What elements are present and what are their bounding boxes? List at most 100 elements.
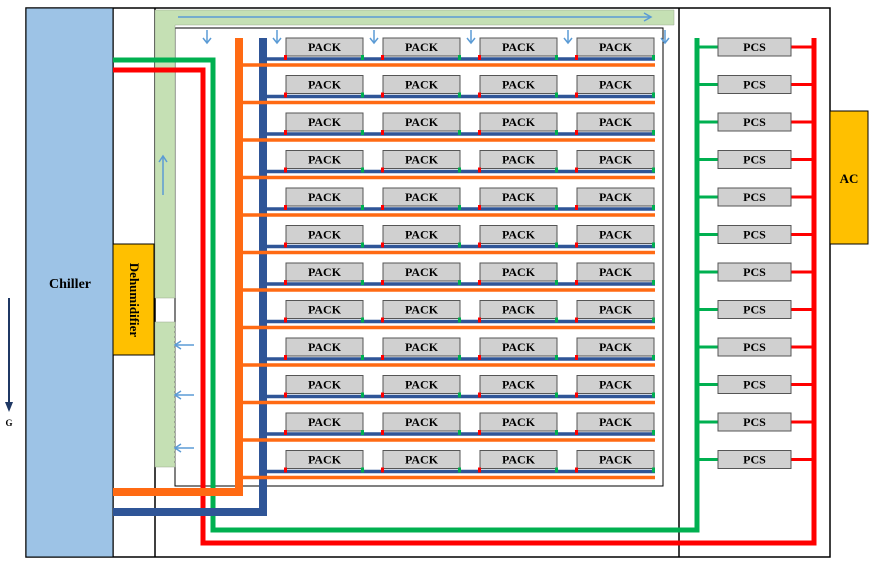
pack-module-label: PACK	[308, 453, 342, 467]
gravity-arrow-icon	[5, 402, 13, 412]
pcs-module-label: PCS	[743, 40, 766, 54]
pack-connector-green	[458, 205, 461, 210]
pack-module-label: PACK	[405, 153, 439, 167]
pack-connector-red	[381, 92, 384, 98]
pack-connector-red	[575, 55, 578, 60]
pack-module-label: PACK	[502, 78, 536, 92]
airflow-down-arrow-icon	[563, 37, 573, 45]
pack-connector-green	[652, 280, 655, 285]
pack-module	[479, 150, 558, 169]
pack-connector-red	[478, 317, 481, 323]
airflow-down-arrow-icon	[369, 37, 379, 45]
pack-connector-red	[575, 317, 578, 323]
pack-module-label: PACK	[405, 78, 439, 92]
pack-connector-red	[575, 280, 578, 285]
pack-module-label: PACK	[599, 265, 633, 279]
pack-connector-green	[458, 92, 461, 98]
pack-connector-green	[652, 167, 655, 173]
pack-module	[382, 150, 461, 169]
pack-connector-green	[361, 467, 364, 473]
pack-connector-green	[458, 130, 461, 135]
pack-module-label: PACK	[405, 115, 439, 129]
pack-connector-green	[555, 167, 558, 173]
pipe-orange-main	[113, 38, 243, 496]
pack-module	[382, 337, 461, 357]
pack-module-label: PACK	[599, 453, 633, 467]
pack-connector-green	[361, 355, 364, 360]
pack-connector-red	[284, 130, 287, 135]
pcs-module-label: PCS	[743, 415, 766, 429]
airflow-down-arrow-icon	[202, 37, 212, 45]
pcs-module	[717, 150, 792, 169]
pack-module	[479, 375, 558, 394]
pack-module-label: PACK	[308, 153, 342, 167]
pcs-module	[717, 187, 792, 207]
pack-connector-red	[381, 205, 384, 210]
pack-module-label: PACK	[599, 40, 633, 54]
pack-module	[285, 187, 364, 207]
pack-connector-red	[478, 392, 481, 398]
chiller-label: Chiller	[49, 277, 91, 292]
pack-connector-green	[652, 205, 655, 210]
pack-module-label: PACK	[308, 228, 342, 242]
pcs-module-label: PCS	[743, 115, 766, 129]
pack-connector-green	[361, 167, 364, 173]
pcs-module	[717, 450, 792, 469]
pack-module-label: PACK	[405, 265, 439, 279]
pack-connector-green	[361, 242, 364, 248]
pack-connector-red	[575, 355, 578, 360]
pack-connector-green	[555, 242, 558, 248]
pack-module	[576, 337, 655, 357]
pack-connector-green	[458, 317, 461, 323]
pack-connector-red	[284, 430, 287, 435]
pack-module	[576, 375, 655, 394]
pack-module	[479, 337, 558, 357]
pack-module-label: PACK	[405, 415, 439, 429]
pack-connector-red	[284, 92, 287, 98]
pack-connector-red	[478, 355, 481, 360]
pack-connector-green	[652, 92, 655, 98]
pack-connector-green	[361, 205, 364, 210]
pack-module	[285, 75, 364, 94]
pack-module-label: PACK	[308, 190, 342, 204]
pack-connector-green	[555, 92, 558, 98]
pcs-module-label: PCS	[743, 453, 766, 467]
pack-connector-green	[652, 467, 655, 473]
pack-connector-green	[361, 92, 364, 98]
chiller-unit	[25, 7, 114, 558]
pack-module	[576, 187, 655, 207]
pack-module-label: PACK	[599, 340, 633, 354]
pack-connector-red	[478, 280, 481, 285]
pack-module	[479, 300, 558, 319]
pack-module	[285, 225, 364, 244]
ac-unit	[829, 110, 869, 245]
pack-module	[479, 225, 558, 244]
airflow-down-arrow-icon	[272, 37, 282, 45]
pack-module	[285, 300, 364, 319]
pcs-module	[717, 337, 792, 357]
pcs-module-label: PCS	[743, 153, 766, 167]
pack-module	[576, 412, 655, 432]
pack-module-label: PACK	[405, 190, 439, 204]
pcs-module	[717, 262, 792, 282]
pack-connector-green	[652, 55, 655, 60]
pack-module-label: PACK	[502, 453, 536, 467]
pack-module	[382, 412, 461, 432]
pack-connector-green	[458, 430, 461, 435]
pack-module-label: PACK	[502, 378, 536, 392]
pcs-module-label: PCS	[743, 190, 766, 204]
pack-connector-red	[284, 280, 287, 285]
pack-module-label: PACK	[405, 378, 439, 392]
dehumidifier-unit	[112, 243, 155, 356]
pack-module	[576, 262, 655, 282]
pack-module-label: PACK	[405, 453, 439, 467]
pack-module	[479, 37, 558, 57]
pack-module	[479, 75, 558, 94]
pack-connector-red	[381, 467, 384, 473]
pack-module	[479, 450, 558, 469]
pack-module-label: PACK	[502, 303, 536, 317]
pack-module	[382, 262, 461, 282]
pack-connector-green	[458, 467, 461, 473]
pack-module-label: PACK	[308, 340, 342, 354]
pcs-module	[717, 412, 792, 432]
